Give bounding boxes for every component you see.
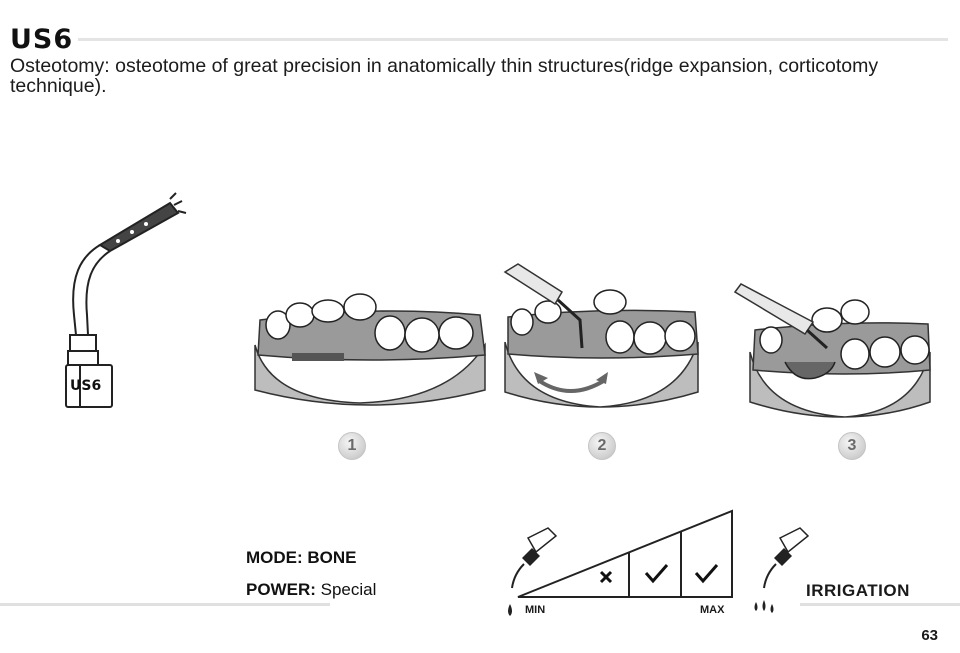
step-1-illustration [254, 293, 486, 406]
page-number: 63 [921, 627, 938, 644]
level-low-x-icon [599, 570, 613, 584]
header-divider [78, 38, 948, 41]
handpiece-min-icon [508, 527, 558, 616]
power-scale-graphic [517, 509, 733, 598]
step-2-badge: 2 [588, 432, 616, 460]
step-1-badge: 1 [338, 432, 366, 460]
page-title: US6 [10, 24, 74, 55]
level-mid-check-icon [644, 564, 669, 584]
insert-label: US6 [70, 378, 102, 394]
scale-min-label: MIN [525, 604, 546, 616]
footer-divider-left [0, 603, 330, 606]
power-label: POWER: [246, 580, 316, 599]
power-value: Special [320, 580, 377, 599]
scale-max-label: MAX [700, 604, 725, 616]
us6-insert-illustration [65, 192, 187, 408]
irrigation-handpiece-icon [754, 527, 810, 613]
step-2-illustration [503, 263, 699, 408]
power-setting: POWER: Special [246, 580, 376, 600]
step-3-illustration [733, 283, 931, 418]
mode-setting: MODE: BONE [246, 548, 357, 568]
level-high-check-icon [694, 564, 719, 584]
irrigation-label: IRRIGATION [806, 581, 910, 600]
insert-description: Osteotomy: osteotome of great precision … [10, 55, 879, 97]
mode-label: MODE: [246, 548, 303, 567]
footer-divider-right [800, 603, 960, 606]
mode-value: BONE [307, 548, 357, 567]
step-3-badge: 3 [838, 432, 866, 460]
